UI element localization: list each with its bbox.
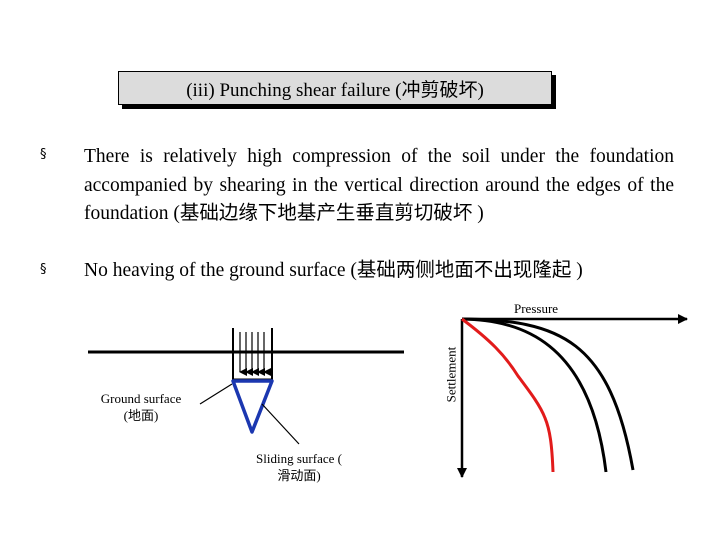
bullet-text-1: There is relatively high compression of … xyxy=(84,146,674,224)
ground-surface-label: Ground surface (地面) xyxy=(86,390,196,424)
sliding-surface-label-line2: 滑动面) xyxy=(277,468,321,483)
sliding-surface-leader xyxy=(261,403,300,445)
settlement-axis-label: Settlement xyxy=(443,346,459,403)
ground-surface-leader xyxy=(199,383,233,405)
curve-2 xyxy=(461,317,608,473)
sliding-surface-label-line1: Sliding surface ( xyxy=(256,451,342,466)
load-arrows xyxy=(239,332,271,376)
bullet-marker-1: § xyxy=(40,147,47,162)
curve-1 xyxy=(461,317,635,471)
ground-surface-label-line1: Ground surface xyxy=(100,391,182,406)
sliding-surface-label: Sliding surface ( 滑动面) xyxy=(238,450,360,484)
pressure-axis-label: Pressure xyxy=(514,301,559,316)
curve-3 xyxy=(461,317,555,473)
bullet-marker-2: § xyxy=(40,262,47,277)
sliding-wedge xyxy=(231,379,274,434)
bullet-text-2: No heaving of the ground surface (基础两侧地面… xyxy=(84,260,583,281)
ground-surface-label-line2: (地面) xyxy=(123,408,159,423)
slide-title: (iii) Punching shear failure (冲剪破坏) xyxy=(118,71,552,105)
